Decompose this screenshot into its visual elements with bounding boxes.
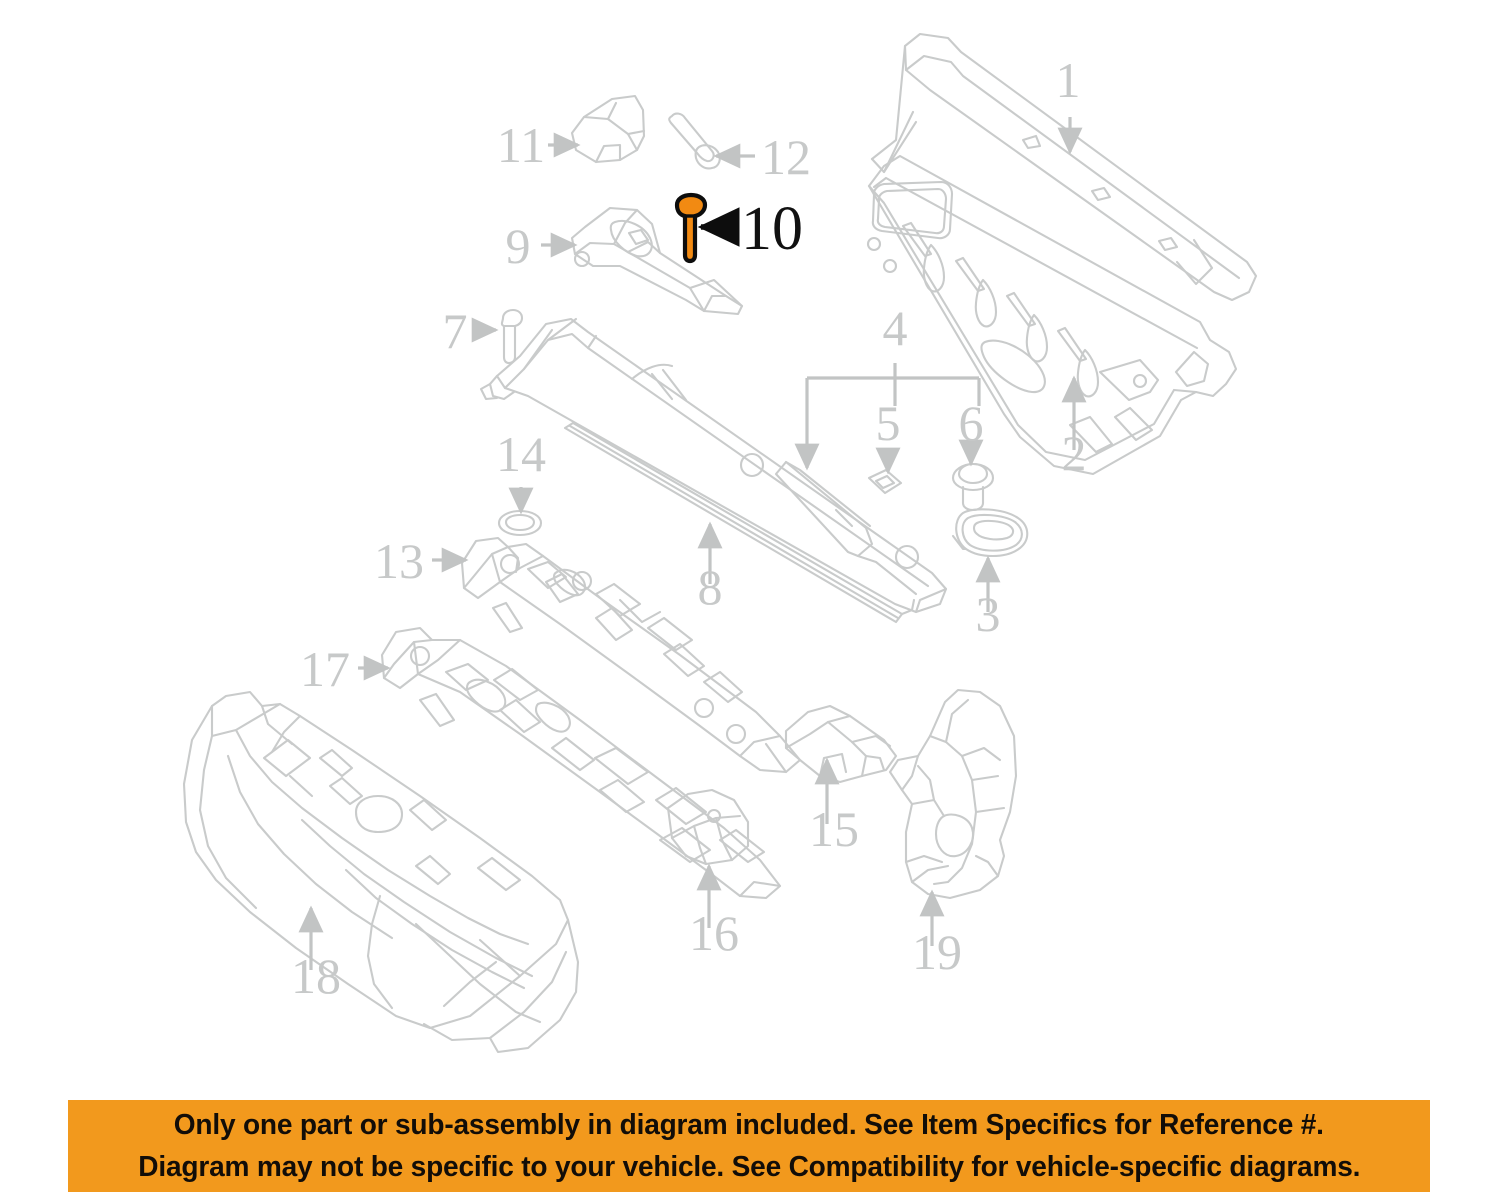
part-11-bracket: [570, 94, 646, 164]
part-1-cowl-top-rail: [870, 32, 1258, 302]
callout-numbers: 1 2 3 4 5 6 7 8 9 11 12 13 14 15 16 17 1…: [291, 52, 1087, 1004]
part-3-oval-grommet: [951, 508, 1029, 558]
callout-number-10: 10: [741, 195, 803, 263]
callout-number-15: 15: [809, 801, 859, 857]
part-5-washer-clip: [867, 468, 903, 495]
callout-number-3: 3: [976, 586, 1001, 642]
part-7-bolt: [500, 308, 524, 365]
callout-number-9: 9: [506, 218, 531, 274]
bolt-screw-icon: [674, 192, 708, 264]
part-15-side-cover: [784, 704, 898, 784]
disclaimer-banner: Only one part or sub-assembly in diagram…: [68, 1100, 1430, 1192]
part-13-dash-upper-panel: [460, 536, 802, 774]
callout-number-17: 17: [300, 641, 350, 697]
leader-4-bracket: [794, 363, 981, 471]
callout-number-2: 2: [1062, 425, 1087, 481]
callout-number-16: 16: [689, 905, 739, 961]
callout-number-1: 1: [1056, 52, 1081, 108]
callout-number-8: 8: [698, 559, 723, 615]
part-19-cowl-side-panel: [888, 688, 1018, 900]
callout-number-19: 19: [912, 924, 962, 980]
callout-number-4: 4: [883, 300, 908, 356]
callout-number-5: 5: [876, 395, 901, 451]
highlighted-part-10-group: 10: [674, 192, 803, 264]
part-2-cowl-panel: [866, 154, 1238, 476]
callout-number-11: 11: [497, 117, 545, 173]
part-14-grommet: [497, 509, 543, 537]
part-17-dash-lower-panel: [380, 626, 782, 900]
callout-leaders: [298, 117, 1087, 970]
part-8-cowl-top-panel: [479, 317, 948, 624]
callout-number-14: 14: [496, 426, 546, 482]
diagram-canvas: 1 2 3 4 5 6 7 8 9 11 12 13 14 15 16 17 1…: [182, 32, 1258, 1054]
part-18-insulator-pad: [182, 690, 580, 1054]
callout-number-6: 6: [959, 395, 984, 451]
part-6-push-pin-clip: [951, 462, 995, 512]
disclaimer-line-1: Only one part or sub-assembly in diagram…: [174, 1109, 1324, 1141]
callout-number-7: 7: [443, 303, 468, 359]
disclaimer-line-2: Diagram may not be specific to your vehi…: [138, 1151, 1360, 1183]
part-16-insulator-block: [666, 788, 750, 866]
callout-number-12: 12: [761, 129, 811, 185]
part-shapes: [182, 32, 1258, 1054]
callout-number-18: 18: [291, 948, 341, 1004]
part-12-stud: [668, 112, 721, 170]
part-9-side-bracket: [570, 206, 744, 316]
callout-number-13: 13: [374, 533, 424, 589]
